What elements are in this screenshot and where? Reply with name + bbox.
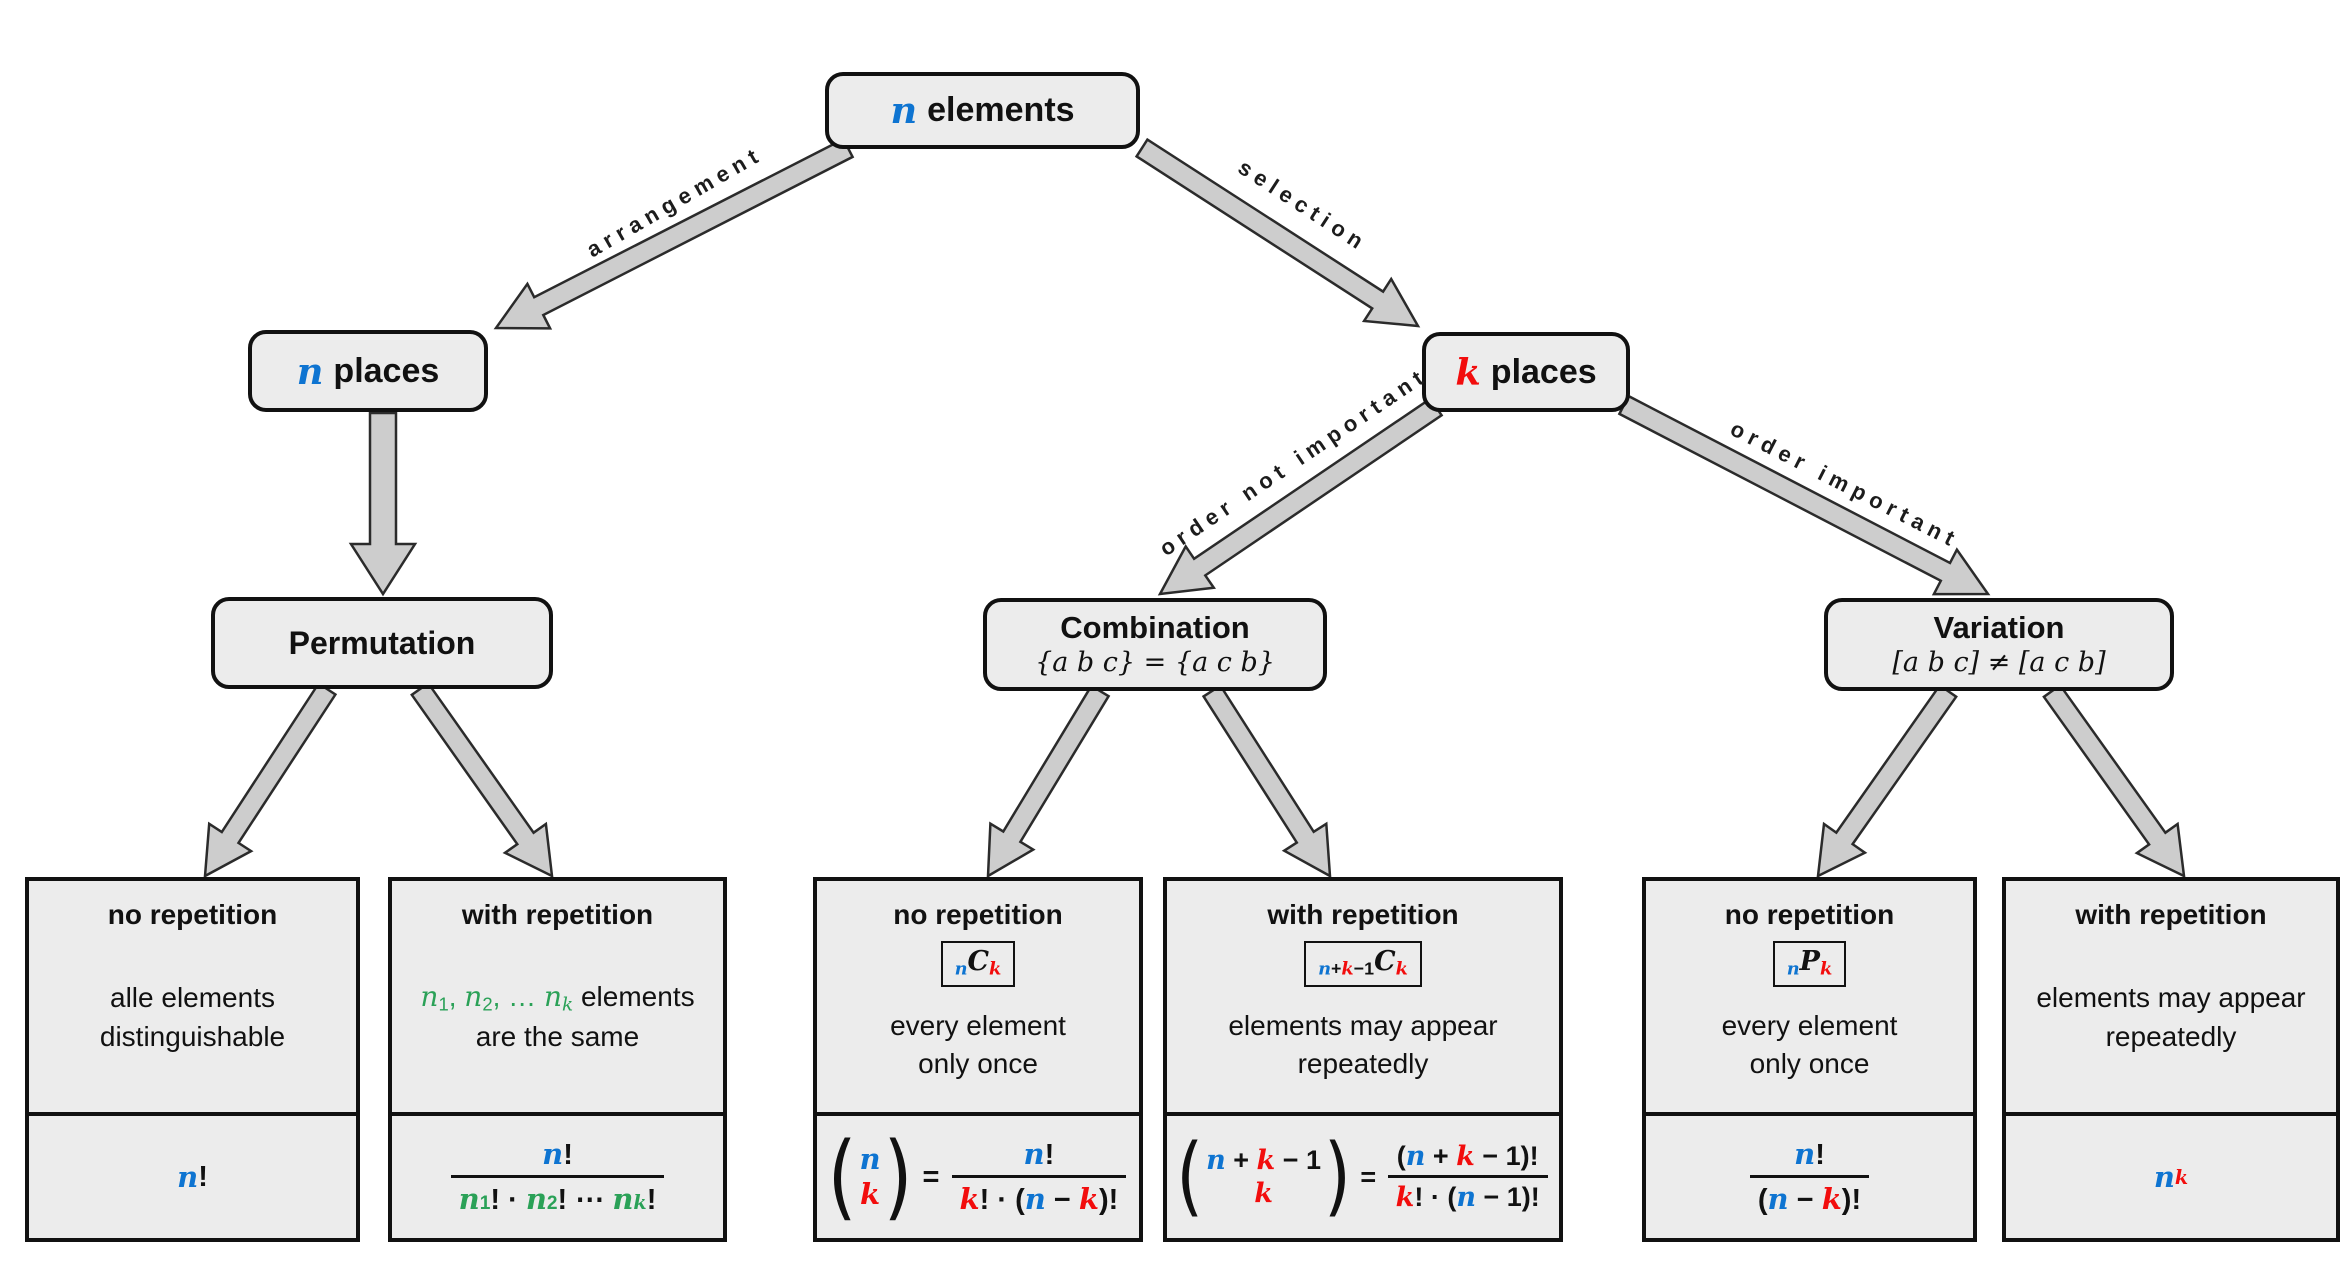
flow-arrow [410,681,554,879]
flow-arrow [1201,683,1332,879]
flow-arrow [986,684,1111,879]
node-subtitle: [a b c] ≠ [a c b] [1892,647,2106,679]
leaf-title: no repetition [107,899,278,930]
leaf-formula: n! [29,1112,356,1238]
node-label: elements [927,91,1075,129]
flow-arrow [1157,396,1444,596]
flow-arrow [493,137,855,330]
node-permutation: Permutation [211,597,553,689]
leaf-combination-with-repetition: with repetition n+k−1Ck elements may app… [1163,877,1563,1242]
node-subtitle: {a b c} = {a c b} [1035,647,1275,679]
node-title: Combination [1060,609,1250,645]
flow-arrow [2042,683,2186,879]
formula-badge-nPk: nPk [1772,941,1847,987]
node-combination: Combination {a b c} = {a c b} [983,598,1327,691]
leaf-description-area: with repetition n+k−1Ck elements may app… [1167,881,1559,1112]
leaf-formula: n!(n − k)! [1646,1112,1973,1238]
flow-arrow [1617,394,1991,596]
node-title: Permutation [288,624,476,661]
flow-arrow [348,411,418,597]
leaf-title: no repetition [893,899,1063,930]
leaf-title: with repetition [2075,899,2267,930]
node-label: places [333,351,440,390]
node-variation: Variation [a b c] ≠ [a c b] [1824,598,2174,691]
node-title: Variation [1933,609,2065,645]
math-var-n: n [296,349,324,393]
leaf-title: no repetition [1724,899,1895,930]
formula-badge-nCk: nCk [940,941,1016,987]
math-var-n: n [890,89,918,132]
leaf-title: with repetition [1267,899,1459,930]
leaf-title: with repetition [461,899,654,930]
node-label: places [1490,352,1597,391]
math-var-k: k [1455,350,1481,394]
formula-badge-n+k-1Ck: n+k−1Ck [1304,941,1422,987]
flow-arrow [1816,683,1958,879]
flow-arrow [1134,137,1421,328]
flow-arrow [203,681,338,879]
